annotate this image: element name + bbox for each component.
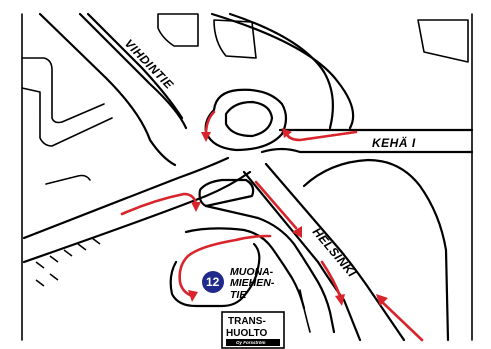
west-short-road <box>45 174 91 185</box>
company-logo: TRANS- HUOLTO Oy Forsström <box>221 311 285 349</box>
arrow-head-main <box>191 202 201 212</box>
road-network <box>21 12 474 342</box>
arrow-head-from-south <box>376 294 388 306</box>
parking-ticks <box>35 237 101 287</box>
label-keha-i: KEHÄ I <box>372 135 416 150</box>
west-block-a <box>21 57 105 124</box>
logo-line-2: HUOLTO <box>226 328 268 339</box>
main-diagonal-lower-edge <box>22 170 252 264</box>
route-from-vihdintie <box>204 110 216 136</box>
arrow-head-destination <box>188 290 198 302</box>
label-helsinki: HELSINKI <box>310 225 359 280</box>
muonamiehentie-outer <box>204 204 336 334</box>
junction-wedge <box>198 178 255 208</box>
arrow-head-helsinki-south <box>292 226 302 238</box>
west-block-b <box>21 87 113 147</box>
logo-tagline-bar <box>226 339 280 346</box>
route-from-keha <box>284 130 358 142</box>
east-curve-road <box>302 158 450 342</box>
top-block-a <box>157 13 199 47</box>
right-block <box>417 19 469 63</box>
route-helsinki-lower <box>320 260 342 298</box>
central-loop <box>204 88 288 152</box>
arrow-head-helsinki-lower <box>335 294 345 306</box>
central-inner-island <box>224 100 274 138</box>
logo-tagline: Oy Forsström <box>236 340 266 345</box>
keha-lower-edge <box>260 147 474 154</box>
destination-marker: 12 MUONA- MIEHEN- TIE <box>202 266 275 301</box>
route-helsinki-southbound <box>254 180 298 230</box>
vihdintie-west-edge <box>38 12 177 167</box>
main-diagonal-upper-edge <box>22 156 230 240</box>
helsinki-east-edge <box>264 162 406 342</box>
north-east-inner-road <box>228 12 335 130</box>
muonamiehentie-local-loop <box>169 242 261 308</box>
muonamiehentie-inner <box>184 227 306 310</box>
vihdintie-inner-edge <box>86 12 184 120</box>
top-block-b <box>213 19 257 59</box>
logo-line-1: TRANS- <box>228 316 266 327</box>
helsinki-west-edge <box>242 170 362 342</box>
lower-service-road <box>299 289 311 333</box>
route-arrows <box>120 110 424 342</box>
destination-name-line-3: TIE <box>230 289 247 301</box>
route-main-westbound <box>120 192 198 216</box>
north-east-loop-road <box>210 12 355 130</box>
destination-name-line-1: MUONA- <box>230 266 274 278</box>
destination-name-line-2: MIEHEN- <box>230 277 275 289</box>
arrow-head-vihdintie <box>201 132 211 142</box>
destination-number: 12 <box>206 275 220 289</box>
arrow-head-keha <box>282 128 292 138</box>
destination-number-badge <box>202 271 224 293</box>
vihdintie-east-edge <box>78 12 188 130</box>
route-destination-loop <box>178 234 272 298</box>
route-from-south <box>378 298 424 342</box>
